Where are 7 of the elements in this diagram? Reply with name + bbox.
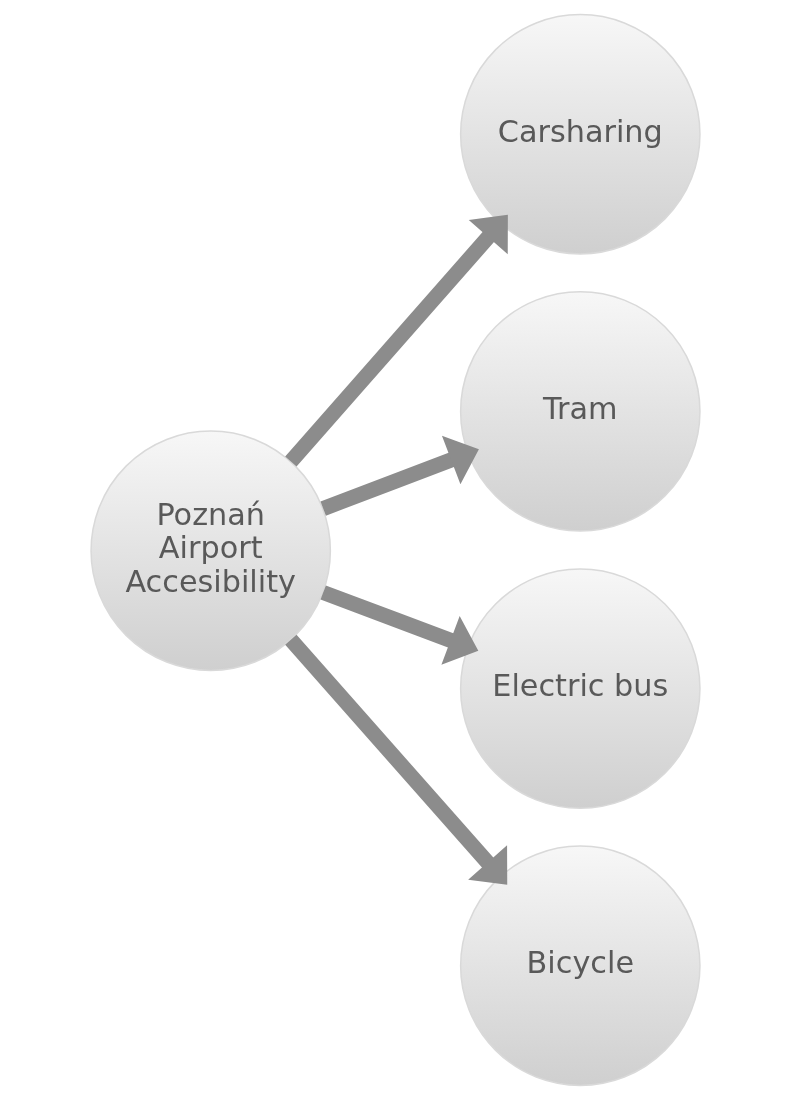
arrow — [284, 214, 508, 467]
arrow — [320, 435, 479, 516]
arrow — [284, 634, 507, 885]
node-circle: Tram — [459, 291, 701, 532]
node-circle: Poznań Airport Accesibility — [89, 430, 331, 672]
node-circle: Electric bus — [459, 568, 701, 809]
arrow — [320, 585, 478, 665]
